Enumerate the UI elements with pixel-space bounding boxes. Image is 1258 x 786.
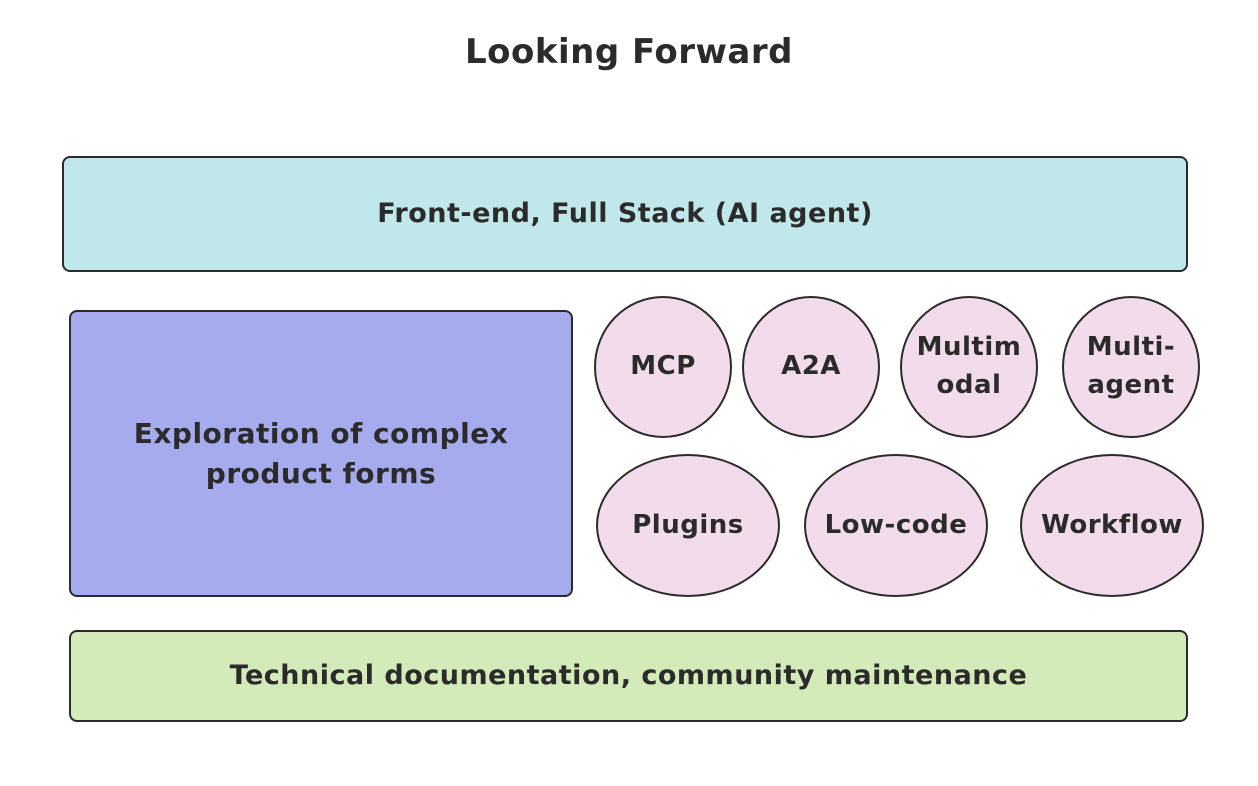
- a2a-bubble: A2A: [742, 296, 880, 438]
- plugins-bubble: Plugins: [596, 454, 780, 597]
- mcp-label: MCP: [630, 351, 696, 382]
- multimodal-label-line-1: Multim: [916, 332, 1022, 363]
- low-code-label: Low-code: [824, 509, 968, 540]
- multi-agent-label-line-2: agent: [1087, 370, 1175, 400]
- multi-agent-label-line-1: Multi-: [1086, 332, 1176, 363]
- multimodal-label-line-2: odal: [936, 370, 1002, 400]
- diagram-title: Looking Forward: [465, 32, 793, 72]
- documentation-community-label: Technical documentation, community maint…: [229, 660, 1028, 692]
- a2a-label: A2A: [781, 351, 841, 382]
- complex-product-forms-line-1: Exploration of complex: [133, 417, 509, 451]
- workflow-bubble: Workflow: [1020, 454, 1204, 597]
- complex-product-forms-line-2: product forms: [205, 456, 437, 490]
- low-code-bubble: Low-code: [804, 454, 988, 597]
- complex-product-forms-block: Exploration of complex product forms: [69, 310, 573, 597]
- documentation-community-band: Technical documentation, community maint…: [69, 630, 1188, 722]
- multimodal-bubble: Multim odal: [900, 296, 1038, 438]
- frontend-fullstack-label: Front-end, Full Stack (AI agent): [377, 198, 873, 230]
- multi-agent-bubble: Multi- agent: [1062, 296, 1200, 438]
- frontend-fullstack-band: Front-end, Full Stack (AI agent): [62, 156, 1188, 272]
- mcp-bubble: MCP: [594, 296, 732, 438]
- plugins-label: Plugins: [632, 509, 744, 540]
- workflow-label: Workflow: [1041, 509, 1183, 540]
